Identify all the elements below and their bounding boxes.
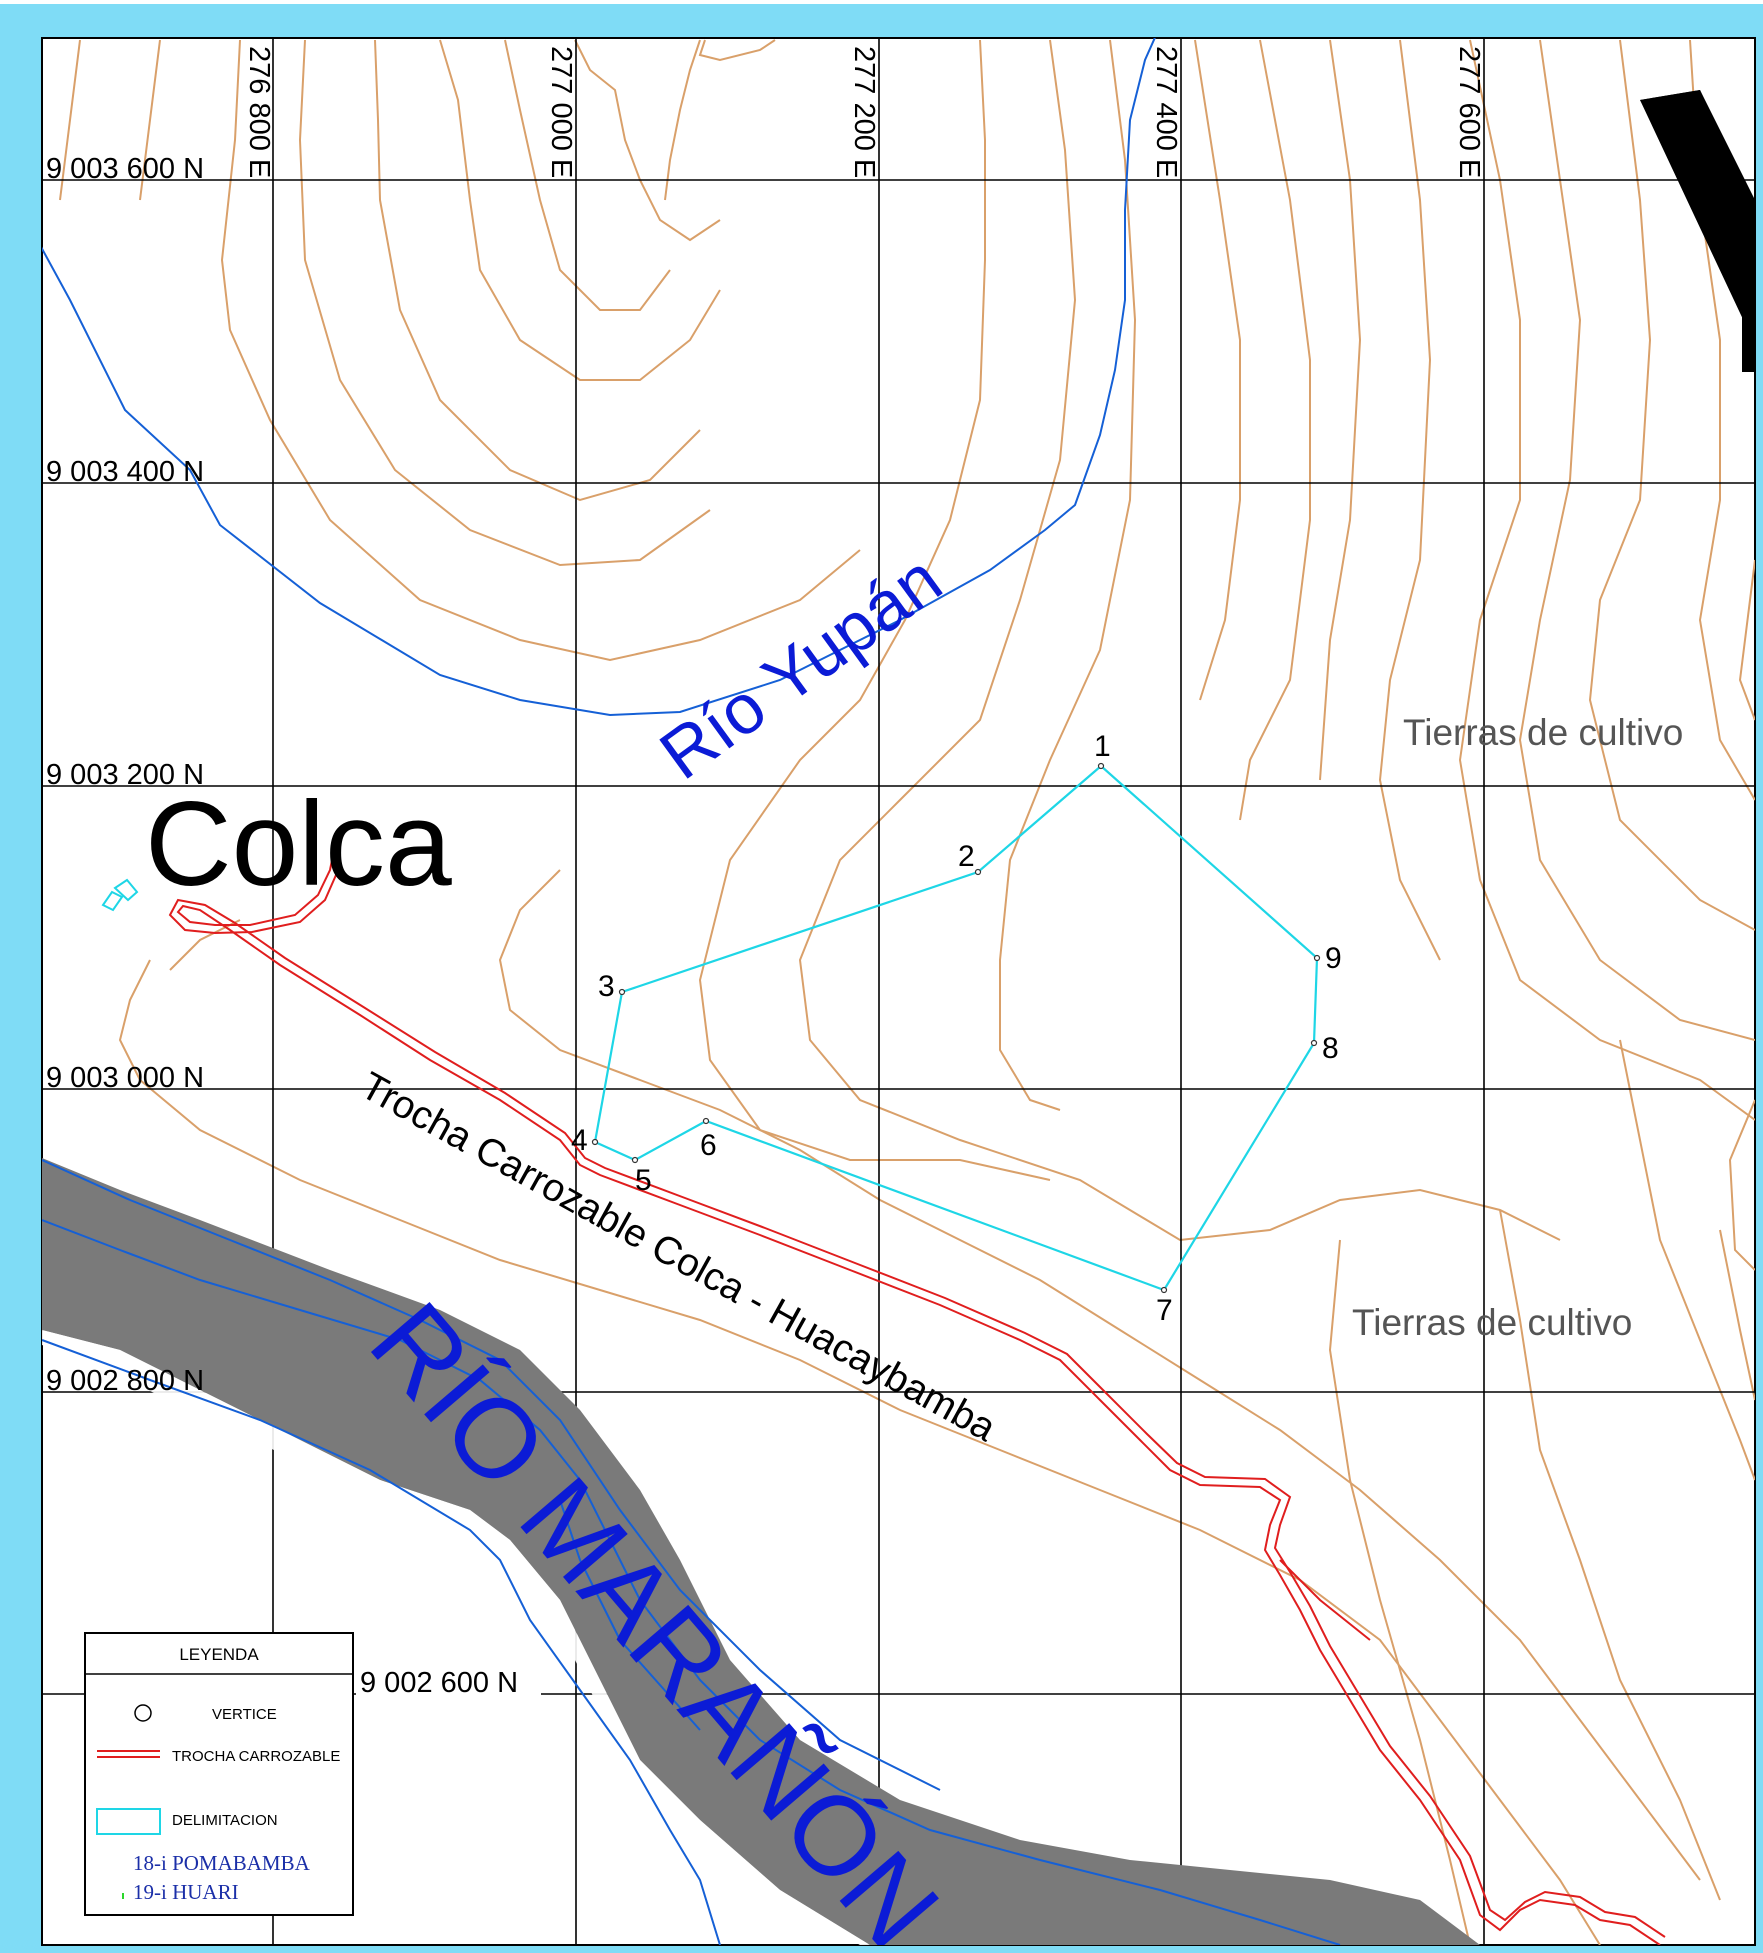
legend-sheet-1: 18-i POMABAMBA (133, 1851, 311, 1875)
legend-vertex-symbol (134, 1704, 152, 1722)
easting-label-277400: 277 400 E (1150, 46, 1182, 178)
northing-label-9003600: 9 003 600 N (46, 153, 204, 185)
delimitation-polygon (593, 764, 1319, 1292)
rio-maranon-line-3 (42, 1159, 941, 1791)
easting-label-277000: 277 000 E (545, 46, 577, 178)
rio-maranon-line-2 (42, 1339, 721, 1945)
legend-sheet-2: 19-i HUARI (133, 1880, 239, 1904)
easting-label-277200: 277 200 E (848, 46, 880, 178)
legend-road-symbol (97, 1750, 160, 1758)
building-outlines (101, 878, 139, 912)
legend: LEYENDA VERTICE TROCHA CARROZABLE DELIMI… (84, 1632, 354, 1916)
northing-label-9002800: 9 002 800 N (46, 1365, 204, 1397)
easting-label-276800: 276 800 E (243, 46, 275, 178)
vertex-label-2: 2 (958, 840, 975, 873)
vertex-label-9: 9 (1325, 942, 1342, 975)
vertex-markers (591, 762, 1321, 1294)
vertex-label-5: 5 (635, 1164, 652, 1197)
vertex-label-8: 8 (1322, 1032, 1339, 1065)
vertex-label-4: 4 (571, 1124, 588, 1157)
contour-lines (42, 39, 1755, 1945)
vertex-label-1: 1 (1094, 730, 1111, 763)
legend-title: LEYENDA (179, 1645, 259, 1664)
rio-maranon-line-4 (559, 1499, 701, 1731)
town-label-colca: Colca (145, 777, 452, 911)
river-maranon-band (42, 1158, 1480, 1945)
vertex-label-6: 6 (700, 1129, 717, 1162)
rio-yupan-line (42, 38, 1156, 717)
crop-label-2: Tierras de cultivo (1352, 1302, 1632, 1343)
legend-boundary-label: DELIMITACION (172, 1812, 278, 1829)
map-area (41, 37, 1756, 1946)
northing-label-9003000: 9 003 000 N (46, 1062, 204, 1094)
road-trocha-carrozable (168, 844, 1666, 1945)
streams (42, 38, 1341, 1945)
northing-label-9002600: 9 002 600 N (360, 1667, 518, 1699)
legend-road-label: TROCHA CARROZABLE (172, 1748, 340, 1765)
top-edge (0, 0, 1763, 4)
northing-label-9003400: 9 003 400 N (46, 456, 204, 488)
easting-label-277600: 277 600 E (1453, 46, 1485, 178)
rio-maranon-line-1 (42, 1219, 1341, 1945)
northing-label-9003200: 9 003 200 N (46, 759, 204, 791)
legend-vertex-label: VERTICE (212, 1706, 277, 1723)
crop-label-1: Tierras de cultivo (1403, 712, 1683, 753)
vertex-label-3: 3 (598, 970, 615, 1003)
vertex-label-7: 7 (1156, 1294, 1173, 1327)
legend-boundary-symbol (96, 1808, 161, 1835)
